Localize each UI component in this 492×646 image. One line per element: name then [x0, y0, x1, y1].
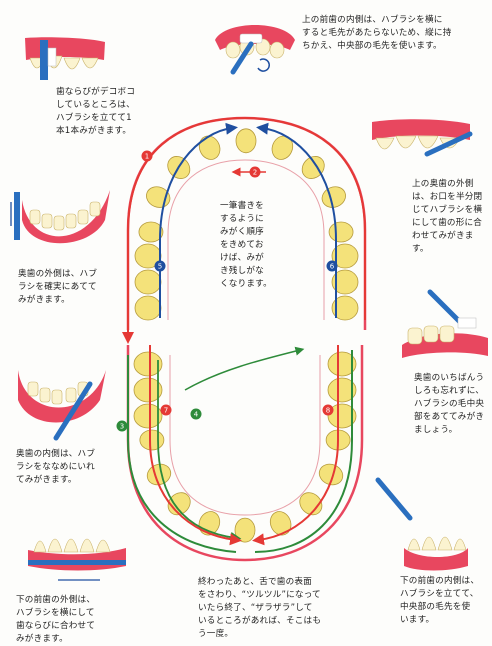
toothbrush-icon [375, 477, 413, 521]
tooth [331, 295, 359, 321]
caption-tongue-check: 終わったあと、舌で歯の表面 をさわり、“ツルツル”になって いたら終了、“ザラザ… [198, 577, 322, 639]
step-4: 4 [194, 411, 199, 419]
toothbrush-icon [424, 131, 473, 157]
lower-teeth [133, 351, 357, 543]
illus-upper-front-inner [215, 25, 295, 75]
illus-uneven-teeth [25, 37, 105, 80]
step-3: 3 [120, 423, 124, 431]
tooth [139, 429, 165, 451]
tooth [327, 351, 357, 377]
toothbrush-icon [14, 192, 20, 240]
caption-lower-front-outer: 下の前歯の外側は、 ハブラシを横にして 歯ならびに合わせて みがきます。 [16, 595, 96, 644]
tooth [138, 221, 164, 243]
illus-last-molar [402, 289, 488, 358]
step-8: 8 [326, 407, 330, 415]
illus-back-inner [18, 370, 106, 441]
tooth [299, 492, 323, 516]
caption-upper-front-inner: 上の前歯の内側は、ハブラシを横に すると毛先があたらないため、縦に持 ちかえ、中… [302, 15, 452, 51]
tooth [327, 377, 357, 403]
step-badges: 1 2 3 4 5 6 7 8 [116, 150, 338, 432]
upper-outer-path [122, 116, 366, 344]
tooth [331, 243, 359, 269]
tooth [133, 377, 163, 403]
tooth [198, 135, 221, 160]
tooth [133, 351, 163, 377]
lower-arch [126, 345, 364, 562]
tooth [133, 403, 163, 429]
toothbrush-icon [53, 381, 93, 441]
tooth [134, 269, 162, 295]
step-1: 1 [145, 153, 149, 161]
illus-back-outer [10, 190, 110, 244]
illus-upper-back-outer [372, 119, 473, 157]
step-7: 7 [164, 407, 168, 415]
tooth [301, 156, 325, 179]
step-6: 6 [330, 263, 335, 271]
caption-uneven-teeth: 歯ならびがデコボコ しているところは、 ハブラシを立てて1 本1本みがきます。 [56, 87, 136, 136]
caption-last-molar: 奥歯のいちばんう しろも忘れずに、 ハブラシの毛中央 部をあててみがき ましょう… [414, 373, 485, 435]
toothbrush-icon [40, 40, 48, 80]
tooth [235, 128, 257, 154]
illus-lower-front-outer [28, 538, 126, 581]
caption-lower-front-inner: 下の前歯の内側は、 ハブラシを立てて、 中央部の毛先を使 います。 [400, 576, 480, 625]
caption-upper-back-outer: 上の奥歯の外側 は、お口を半分閉 じてハブラシを横 にして歯の形に合 わせてみが… [412, 179, 483, 254]
caption-back-inner: 奥歯の内側は、ハブ ラシをななめにいれ てみがきます。 [16, 449, 96, 485]
tooth [328, 221, 354, 243]
tooth [331, 269, 359, 295]
tooth [134, 295, 162, 321]
tooth [327, 403, 357, 429]
step-2: 2 [253, 169, 257, 177]
caption-one-stroke: 一筆書きを するように みがく順序 をきめてお けば、みが き残しがな くなりま… [220, 201, 272, 289]
illus-lower-front-inner [375, 477, 468, 571]
toothbrush-icon [427, 289, 465, 327]
caption-back-outer: 奥歯の外側は、ハブ ラシを確実にあてて みがきます。 [18, 269, 98, 305]
upper-arch [122, 116, 367, 344]
toothbrush-icon [230, 41, 254, 75]
toothbrush-icon [28, 560, 126, 565]
tooth [271, 135, 294, 160]
tooth [234, 517, 256, 543]
step-5: 5 [158, 263, 162, 271]
upper-teeth [134, 128, 359, 321]
tooth [269, 511, 292, 536]
